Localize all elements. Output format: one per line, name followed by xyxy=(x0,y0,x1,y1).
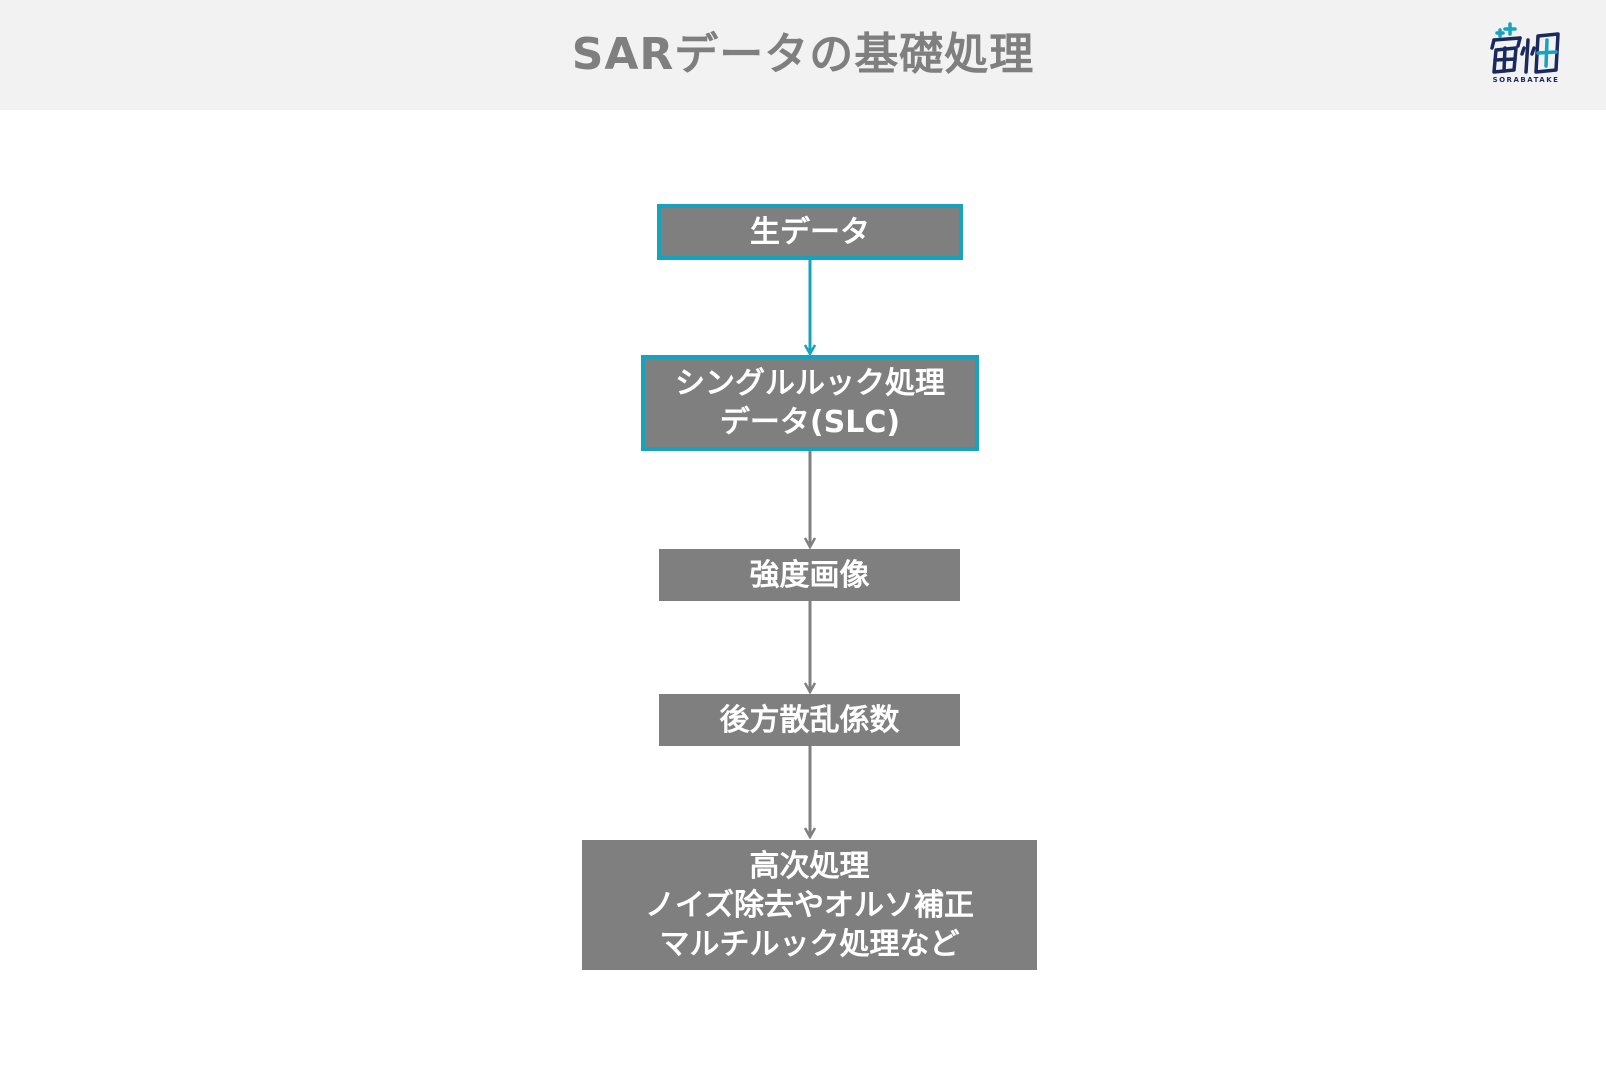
step-label: シングルルック処理 xyxy=(675,366,945,401)
step-backscatter-coefficient: 後方散乱係数 xyxy=(659,694,960,746)
header-bar xyxy=(0,0,1606,110)
step-label: データ(SLC) xyxy=(719,405,901,440)
logo-caption: SORABATAKE xyxy=(1492,76,1560,84)
step-label: マルチルック処理など xyxy=(659,926,960,962)
step-label: ノイズ除去やオルソ補正 xyxy=(644,887,975,923)
step-single-look-complex: シングルルック処理 データ(SLC) xyxy=(641,355,979,451)
step-label: 強度画像 xyxy=(749,557,870,593)
step-advanced-processing: 高次処理 ノイズ除去やオルソ補正 マルチルック処理など xyxy=(582,840,1037,970)
page-title: SARデータの基礎処理 xyxy=(571,29,1035,80)
step-label: 後方散乱係数 xyxy=(719,702,900,738)
step-raw-data: 生データ xyxy=(657,204,963,260)
sorabatake-logo-icon xyxy=(1486,18,1566,90)
step-label: 高次処理 xyxy=(749,848,870,884)
step-intensity-image: 強度画像 xyxy=(659,549,960,601)
step-label: 生データ xyxy=(750,214,870,250)
